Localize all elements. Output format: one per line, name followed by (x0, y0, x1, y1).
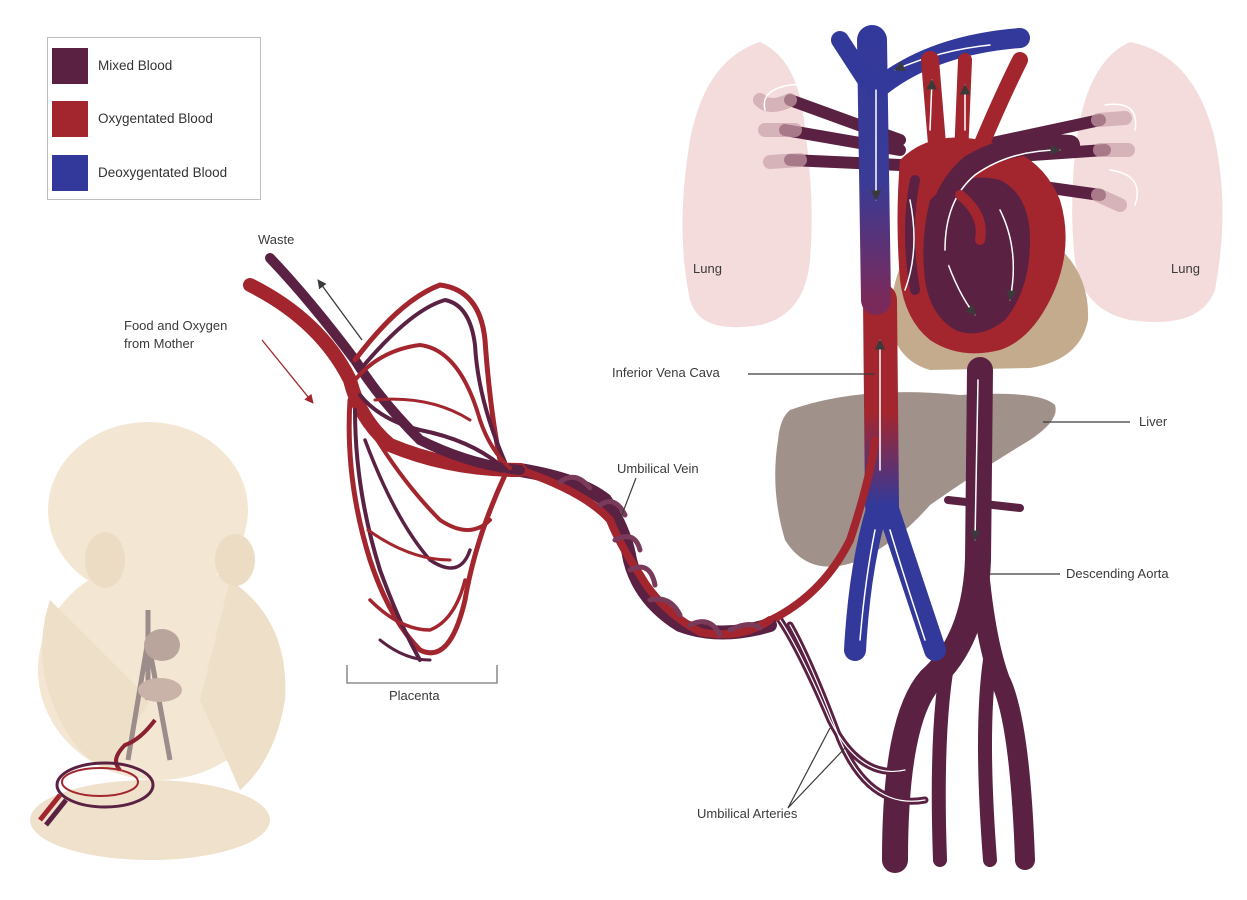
label-umbilical-vein: Umbilical Vein (617, 461, 699, 476)
label-lung-right: Lung (1171, 261, 1200, 276)
legend-label: Oxygentated Blood (98, 111, 213, 126)
legend-label: Mixed Blood (98, 58, 173, 73)
label-lung-left: Lung (693, 261, 722, 276)
label-placenta: Placenta (389, 688, 440, 703)
liver-shape (775, 392, 1056, 567)
label-umbilical-arteries: Umbilical Arteries (697, 806, 798, 821)
legend-label: Deoxygentated Blood (98, 165, 228, 180)
label-inferior-vena-cava: Inferior Vena Cava (612, 365, 720, 380)
label-food-line2: from Mother (124, 336, 195, 351)
umbilical-vein-to-ivc (756, 436, 879, 629)
superior-vena-cava-vessel (831, 25, 1030, 315)
label-food-line1: Food and Oxygen (124, 318, 228, 333)
umbilical-arteries-vessel (776, 616, 929, 805)
oxygenated-blood-swatch (52, 101, 88, 137)
heart (897, 51, 1080, 354)
legend: Mixed Blood Oxygentated Blood Deoxygenta… (47, 37, 261, 200)
label-descending-aorta: Descending Aorta (1066, 566, 1169, 581)
inferior-vena-cava-vessel (844, 283, 946, 661)
placenta-vessels (243, 253, 527, 662)
fetus-illustration (30, 422, 286, 860)
descending-aorta-vessel (882, 357, 1035, 873)
placenta-bracket (346, 665, 498, 684)
legend-item-oxygenated-blood: Oxygentated Blood (52, 101, 258, 137)
food-direction-arrow (261, 339, 314, 404)
deoxygenated-blood-swatch (52, 155, 88, 191)
label-waste: Waste (258, 232, 295, 247)
mixed-blood-swatch (52, 48, 88, 84)
leader-lines (617, 373, 1130, 809)
legend-item-mixed-blood: Mixed Blood (52, 48, 258, 84)
label-liver: Liver (1139, 414, 1168, 429)
left-lung (682, 42, 812, 328)
right-lung (1072, 42, 1223, 322)
umbilical-cord (513, 463, 777, 640)
waste-direction-arrow (317, 279, 363, 341)
legend-item-deoxygenated-blood: Deoxygentated Blood (52, 155, 258, 191)
